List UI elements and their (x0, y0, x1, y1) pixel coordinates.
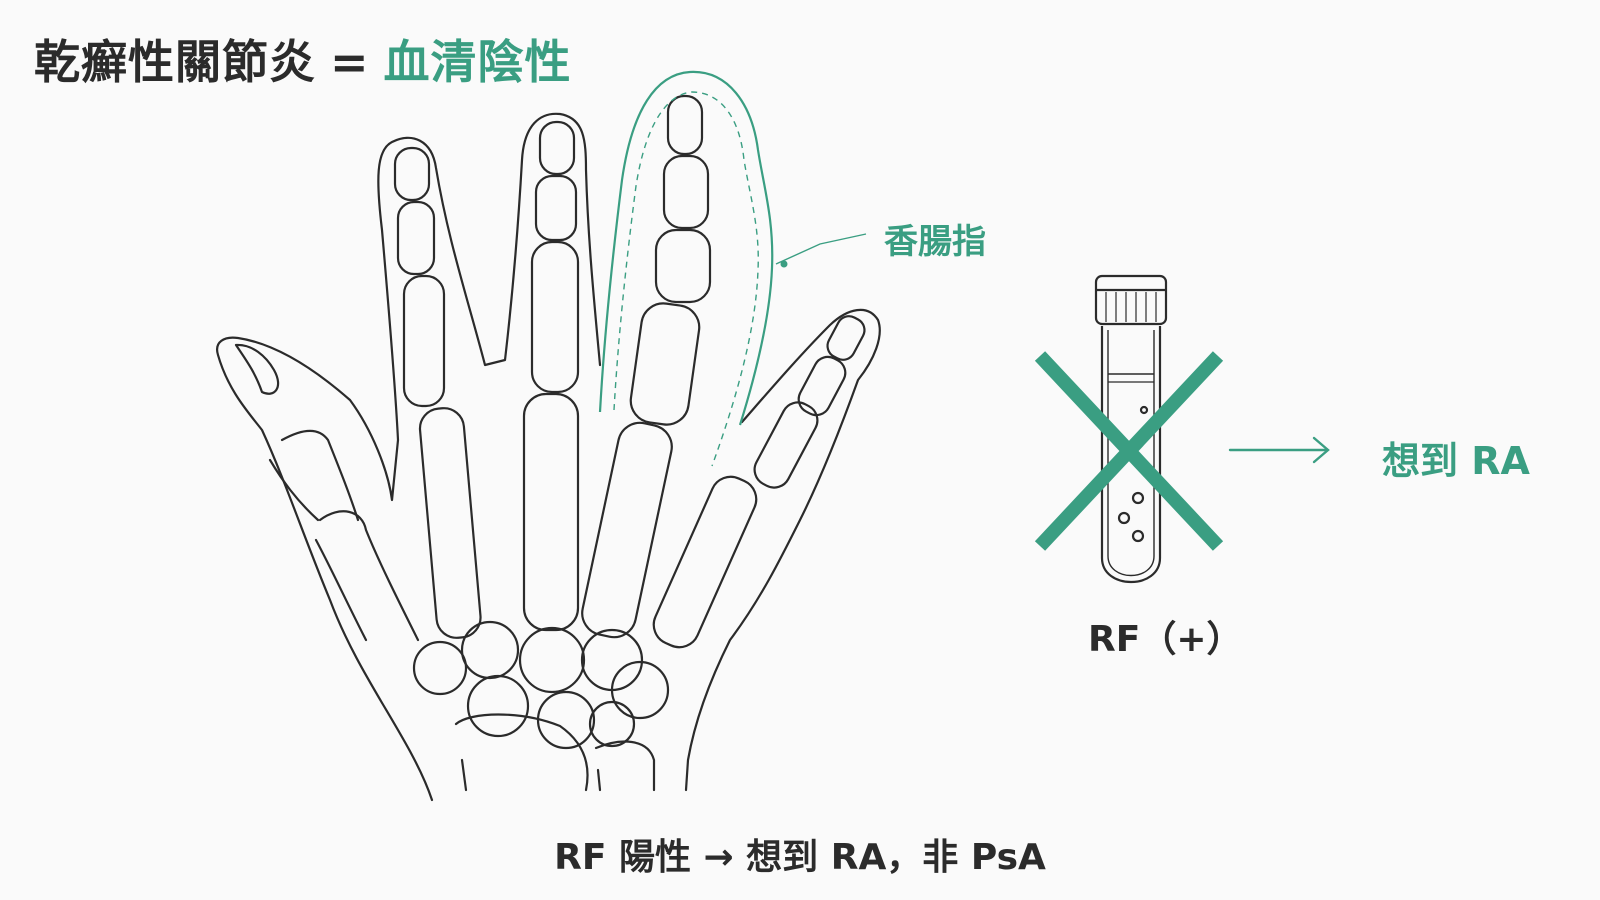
hand-skeleton-illustration (216, 94, 881, 802)
test-tube-icon (1094, 274, 1168, 584)
title-equals: = (330, 35, 370, 89)
hand-outline-right (684, 308, 881, 792)
dactylitis-swelling (598, 70, 867, 467)
bottom-caption: RF 陽性 → 想到 RA，非 PsA (554, 837, 1046, 878)
title-prefix: 乾癬性關節炎 (34, 35, 316, 89)
think-ra-label: 想到 RA (1382, 439, 1530, 483)
rf-positive-label: RF（+） (1088, 619, 1243, 660)
cross-mark-icon (1034, 351, 1224, 551)
arrow-right-icon (1228, 436, 1330, 464)
dactylitis-label: 香腸指 (884, 222, 986, 262)
page-title: 乾癬性關節炎 =血清陰性 (34, 26, 572, 92)
hand-outline (216, 112, 602, 802)
title-accent: 血清陰性 (383, 35, 572, 89)
